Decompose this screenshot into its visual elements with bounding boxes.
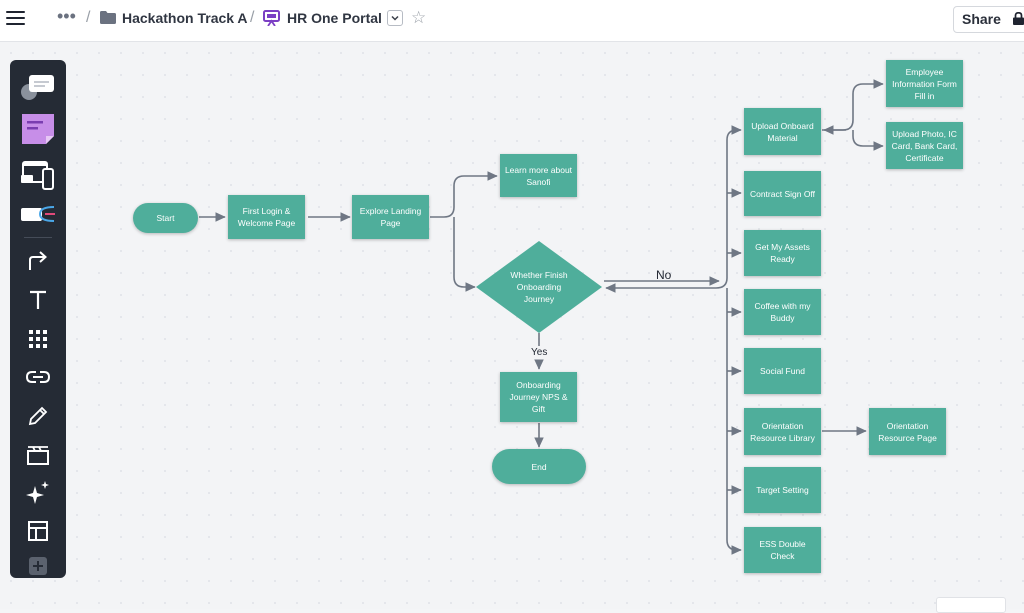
sticky-note-tool[interactable] <box>18 112 58 146</box>
flow-node-contract[interactable]: Contract Sign Off <box>744 171 821 216</box>
frame-tool[interactable] <box>18 438 58 472</box>
share-label: Share <box>962 11 1001 27</box>
breadcrumb-separator: / <box>250 9 255 26</box>
board-icon <box>263 10 280 26</box>
sparkle-icon <box>26 481 49 504</box>
flow-node-assets[interactable]: Get My Assets Ready <box>744 230 821 276</box>
decision-label: Whether Finish Onboarding Journey <box>510 270 568 304</box>
ai-sparkle-tool[interactable] <box>18 476 58 510</box>
more-tools-button[interactable] <box>18 554 58 578</box>
connector <box>852 130 884 151</box>
share-button[interactable]: Share <box>953 6 1024 33</box>
folder-icon <box>100 11 116 24</box>
connector <box>715 125 742 289</box>
flow-node-orientation-page[interactable]: Orientation Resource Page <box>869 408 946 455</box>
link-icon <box>26 371 50 383</box>
flow-node-coffee[interactable]: Coffee with my Buddy <box>744 289 821 335</box>
flow-node-employee-info[interactable]: Employee Information Form Fill in <box>886 60 963 107</box>
edge-label-yes: Yes <box>531 347 548 358</box>
connector <box>822 79 884 131</box>
flow-node-social-fund[interactable]: Social Fund <box>744 348 821 394</box>
chevron-down-icon <box>391 15 399 21</box>
flow-node-learn-more[interactable]: Learn more about Sanofi <box>500 154 577 197</box>
hamburger-menu-icon[interactable] <box>6 9 26 25</box>
connector-tool[interactable] <box>18 244 58 278</box>
flow-node-start[interactable]: Start <box>133 203 198 233</box>
grid-icon <box>29 330 47 348</box>
flow-node-end[interactable]: End <box>492 449 586 484</box>
connector <box>726 288 742 555</box>
pen-icon <box>28 406 48 426</box>
board-options-dropdown[interactable] <box>387 10 403 26</box>
breadcrumb-board[interactable]: HR One Portal <box>287 10 382 26</box>
flow-node-target[interactable]: Target Setting <box>744 467 821 513</box>
link-tool[interactable] <box>18 360 58 394</box>
edge-label-no: No <box>656 268 672 282</box>
flow-node-explore-landing[interactable]: Explore Landing Page <box>352 195 429 239</box>
breadcrumb-separator: / <box>86 9 91 26</box>
left-toolbar <box>10 60 66 578</box>
breadcrumb-folder[interactable]: Hackathon Track A <box>122 10 248 26</box>
top-bar: ••• / Hackathon Track A / HR One Portal … <box>0 0 1024 42</box>
device-frames-icon <box>21 161 54 190</box>
flow-node-upload-photo[interactable]: Upload Photo, IC Card, Bank Card, Certif… <box>886 122 963 169</box>
text-tool-icon <box>30 290 46 309</box>
templates-tool[interactable] <box>18 514 58 548</box>
flow-node-nps-gift[interactable]: Onboarding Journey NPS & Gift <box>500 372 577 422</box>
toolbar-divider <box>24 237 52 238</box>
connector-arrow-icon <box>29 251 47 270</box>
connector <box>453 217 476 292</box>
add-more-icon <box>29 557 47 575</box>
page-navigation-control[interactable] <box>936 597 1006 613</box>
comment-tool[interactable] <box>18 70 58 104</box>
sticky-note-icon <box>22 114 54 144</box>
decision-diamond[interactable] <box>476 241 602 333</box>
flow-node-ess[interactable]: ESS Double Check <box>744 527 821 573</box>
text-tool[interactable] <box>18 283 58 317</box>
layout-template-icon <box>28 521 48 541</box>
flow-node-upload-material[interactable]: Upload Onboard Material <box>744 108 821 155</box>
frame-icon <box>27 446 49 465</box>
comment-icon <box>21 75 54 100</box>
star-icon[interactable]: ☆ <box>411 8 427 27</box>
shapes-tool[interactable] <box>18 197 58 231</box>
flow-node-first-login[interactable]: First Login & Welcome Page <box>228 195 305 239</box>
connector <box>430 171 498 218</box>
pen-tool[interactable] <box>18 399 58 433</box>
flow-node-orientation-library[interactable]: Orientation Resource Library <box>744 408 821 455</box>
more-breadcrumbs-button[interactable]: ••• <box>57 6 76 26</box>
lock-icon <box>1013 12 1024 25</box>
grid-tool[interactable] <box>18 322 58 356</box>
shapes-icon <box>21 206 55 222</box>
device-frames-tool[interactable] <box>18 158 58 192</box>
